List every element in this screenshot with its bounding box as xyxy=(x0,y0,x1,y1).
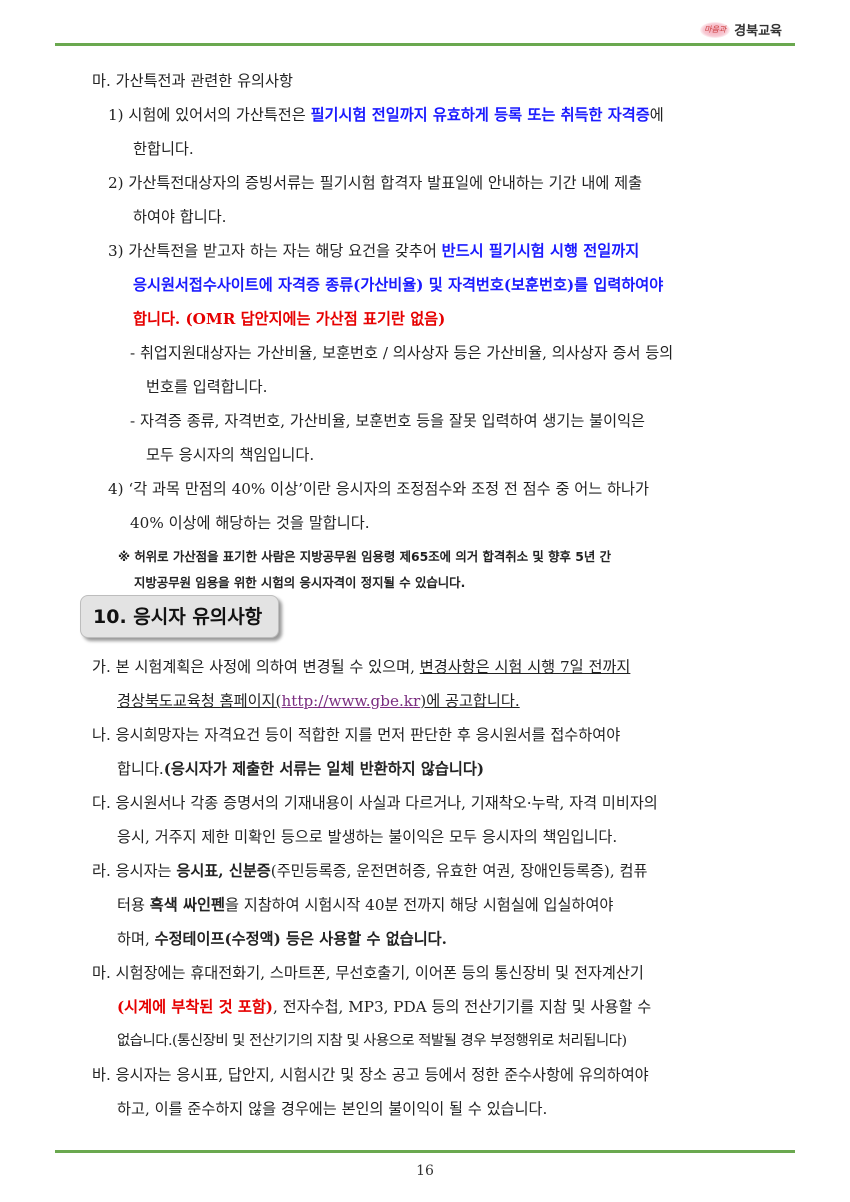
ma-item-4-cont: 40% 이상에 해당하는 것을 말합니다. xyxy=(130,514,370,532)
section-ma: 마. 가산특전과 관련한 유의사항 1) 시험에 있어서의 가산특전은 필기시험… xyxy=(92,64,782,596)
footer-divider xyxy=(55,1150,795,1153)
ma-item-1: 1) 시험에 있어서의 가산특전은 필기시험 전일까지 유효하게 등록 또는 취… xyxy=(108,106,664,124)
section-ma-title: 마. 가산특전과 관련한 유의사항 xyxy=(92,72,293,90)
ma-item-1-cont: 한합니다. xyxy=(133,140,194,158)
ma-item-4: 4) ‘각 과목 만점의 40% 이상’이란 응시자의 조정점수와 조정 전 점… xyxy=(108,480,649,498)
s10-na-cont: 합니다.(응시자가 제출한 서류는 일체 반환하지 않습니다) xyxy=(117,760,485,778)
ma-note-cont: 지방공무원 임용을 위한 시험의 응시자격이 정지될 수 있습니다. xyxy=(134,575,466,590)
s10-ga: 가. 본 시험계획은 사정에 의하여 변경될 수 있으며, 변경사항은 시험 시… xyxy=(92,658,631,676)
ma-dash-2: - 자격증 종류, 자격번호, 가산비율, 보훈번호 등을 잘못 입력하여 생기… xyxy=(130,412,646,430)
ma-dash-1: - 취업지원대상자는 가산비율, 보훈번호 / 의사상자 등은 가산비율, 의사… xyxy=(130,344,674,362)
homepage-link[interactable]: http://www.gbe.kr xyxy=(281,692,421,710)
section-10-heading-wrap: 10. 응시자 유의사항 xyxy=(80,595,280,638)
logo-emblem: 마음과 xyxy=(700,21,731,38)
s10-ra-cont: 터용 흑색 싸인펜을 지참하여 시험시작 40분 전까지 해당 시험실에 입실하… xyxy=(117,896,614,914)
page-number: 16 xyxy=(416,1163,434,1179)
ma-item-3: 3) 가산특전을 받고자 하는 자는 해당 요건을 갖추어 반드시 필기시험 시… xyxy=(108,242,640,260)
ma-dash-2-cont: 모두 응시자의 책임입니다. xyxy=(146,446,315,464)
ma-dash-1-cont: 번호를 입력합니다. xyxy=(146,378,268,396)
s10-ma: 마. 시험장에는 휴대전화기, 스마트폰, 무선호출기, 이어폰 등의 통신장비… xyxy=(92,964,644,982)
s10-da-cont: 응시, 거주지 제한 미확인 등으로 발생하는 불이익은 모두 응시자의 책임입… xyxy=(117,828,618,846)
ma-item-3-cont: 응시원서접수사이트에 자격증 종류(가산비율) 및 자격번호(보훈번호)를 입력… xyxy=(133,276,664,294)
ma-item-2: 2) 가산특전대상자의 증빙서류는 필기시험 합격자 발표일에 안내하는 기간 … xyxy=(108,174,643,192)
s10-ga-cont: 경상북도교육청 홈페이지(http://www.gbe.kr)에 공고합니다. xyxy=(117,692,520,710)
header-divider xyxy=(55,43,795,46)
logo-name: 경북교육 xyxy=(734,24,782,39)
logo: 마음과 경북교육 xyxy=(700,20,782,39)
s10-na: 나. 응시희망자는 자격요건 등이 적합한 지를 먼저 판단한 후 응시원서를 … xyxy=(92,726,621,744)
section-10: 가. 본 시험계획은 사정에 의하여 변경될 수 있으며, 변경사항은 시험 시… xyxy=(92,650,782,1126)
s10-da: 다. 응시원서나 각종 증명서의 기재내용이 사실과 다르거나, 기재착오·누락… xyxy=(92,794,658,812)
s10-ma-cont2: 없습니다.(통신장비 및 전산기기의 지참 및 사용으로 적발될 경우 부정행위… xyxy=(117,1033,627,1049)
s10-ba-cont: 하고, 이를 준수하지 않을 경우에는 본인의 불이익이 될 수 있습니다. xyxy=(117,1100,548,1118)
s10-ra-cont2: 하며, 수정테이프(수정액) 등은 사용할 수 없습니다. xyxy=(117,930,447,948)
s10-ba: 바. 응시자는 응시표, 답안지, 시험시간 및 장소 공고 등에서 정한 준수… xyxy=(92,1066,649,1084)
s10-ra: 라. 응시자는 응시표, 신분증(주민등록증, 운전면허증, 유효한 여권, 장… xyxy=(92,862,648,880)
s10-ma-cont: (시계에 부착된 것 포함), 전자수첩, MP3, PDA 등의 전산기기를 … xyxy=(117,998,652,1016)
ma-item-2-cont: 하여야 합니다. xyxy=(133,208,227,226)
ma-note: ※ 허위로 가산점을 표기한 사람은 지방공무원 임용령 제65조에 의거 합격… xyxy=(118,549,611,564)
ma-item-3-omr: 합니다. (OMR 답안지에는 가산점 표기란 없음) xyxy=(133,310,446,328)
section-10-heading: 10. 응시자 유의사항 xyxy=(80,595,280,638)
